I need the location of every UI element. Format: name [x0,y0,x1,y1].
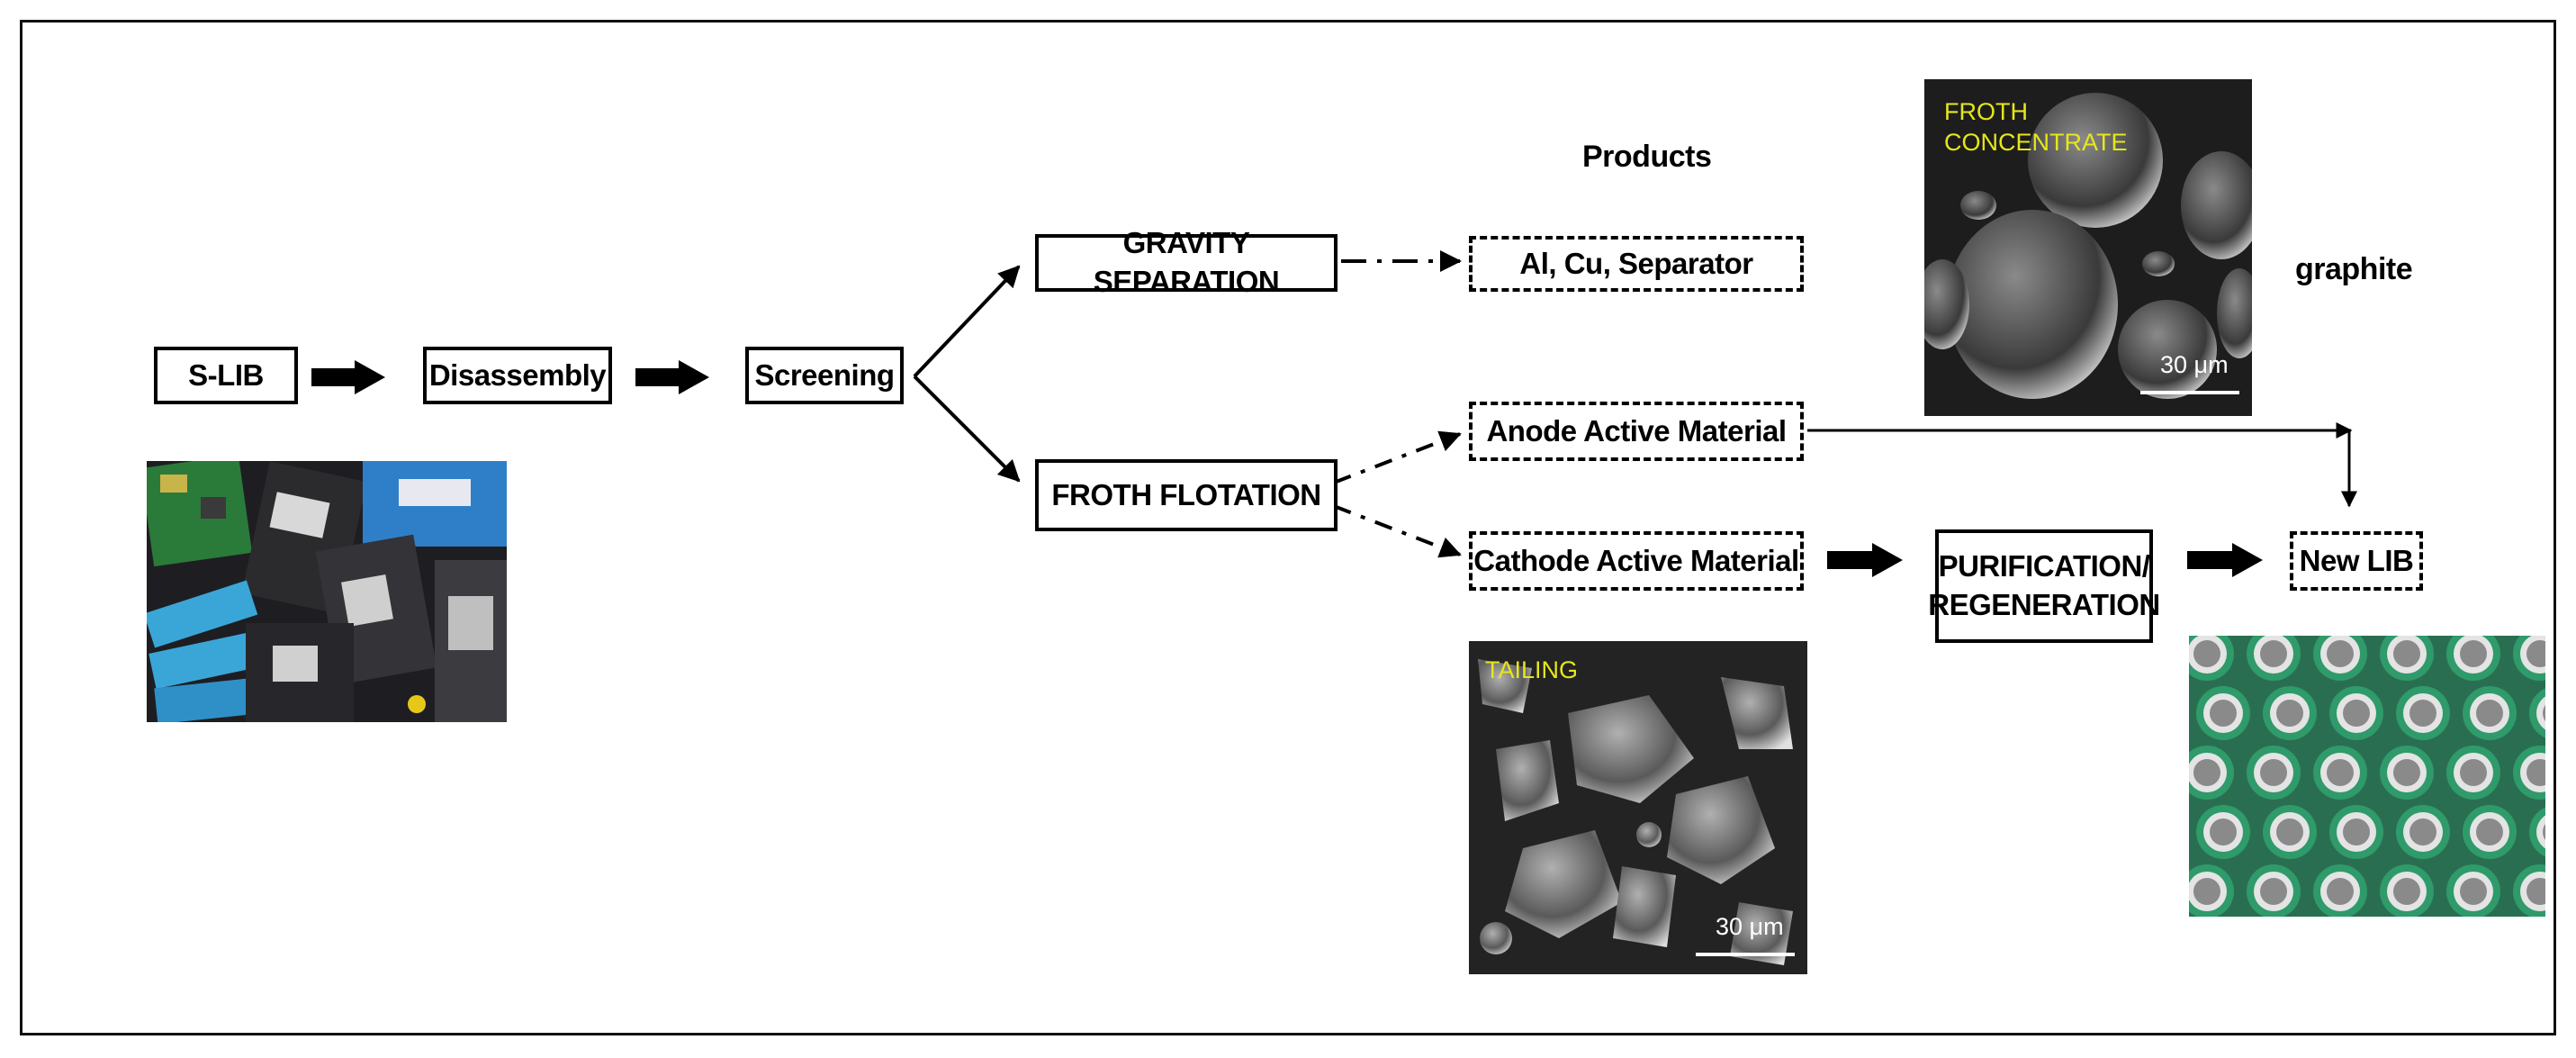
battery-cell [2247,746,2301,800]
graphite-label: graphite [2295,252,2413,286]
battery-cell [2529,688,2545,738]
node-purification-regeneration: PURIFICATION/ REGENERATION [1928,529,2160,643]
battery-cell [2263,805,2317,859]
battery-cell [2380,636,2434,681]
battery-cell [2463,686,2517,740]
product-anode-active-material: Anode Active Material [1469,402,1804,461]
arrow-screening-froth [913,375,1021,483]
battery-cell [2247,636,2301,681]
battery-cell [2189,864,2234,917]
battery-cell [2380,864,2434,917]
node-new-lib: New LIB [2290,531,2423,591]
block-arrow-purification-newlib [2187,543,2263,577]
battery-cell [2463,805,2517,859]
node-slib: S-LIB [154,347,298,404]
battery-cell [2396,805,2450,859]
product-al-cu-separator: Al, Cu, Separator [1469,236,1804,292]
spent-batteries-photo [147,461,507,722]
froth-concentrate-micrograph: FROTH CONCENTRATE 30 μm [1924,79,2252,416]
tailing-scale-bar [1696,953,1795,956]
tailing-scale-label: 30 μm [1716,913,1784,940]
node-screening: Screening [745,347,904,404]
node-gravity-separation: GRAVITY SEPARATION [1035,226,1338,298]
arrow-froth-anode [1333,430,1462,484]
products-label: Products [1582,140,1712,174]
battery-cell [2513,864,2545,917]
arrow-screening-gravity [913,265,1021,378]
node-disassembly: Disassembly [423,347,612,404]
battery-cell [2446,636,2500,681]
new-lib-cells-photo [2189,636,2545,917]
block-arrow-slib-disassembly [311,360,385,394]
product-cathode-active-material: Cathode Active Material [1469,531,1804,591]
battery-cell [2529,807,2545,857]
battery-cell [2263,686,2317,740]
purification-line1: PURIFICATION/ [1938,549,2150,583]
battery-cell [2189,636,2234,681]
block-arrow-cathode-purification [1827,543,1903,577]
battery-cell [2396,686,2450,740]
block-arrow-disassembly-screening [635,360,709,394]
figure-frame [20,20,2556,1035]
battery-cell [2380,746,2434,800]
battery-cell [2196,805,2250,859]
battery-cell [2313,746,2367,800]
battery-cell [2446,746,2500,800]
battery-cell [2329,686,2383,740]
battery-cell [2329,805,2383,859]
battery-cell [2313,636,2367,681]
battery-cell [2313,864,2367,917]
battery-cell [2513,746,2545,800]
battery-cell [2196,686,2250,740]
tailing-micrograph: TAILING 30 μm [1469,641,1807,974]
battery-cell [2513,636,2545,681]
froth-scale-label: 30 μm [2160,351,2229,378]
arrow-froth-cathode [1333,504,1462,558]
node-froth-flotation: FROTH FLOTATION [1035,459,1338,531]
froth-scale-bar [2140,391,2239,394]
froth-concentrate-caption: FROTH CONCENTRATE [1944,98,2128,156]
battery-cell [2247,864,2301,917]
tailing-caption: TAILING [1485,656,1579,683]
battery-cell [2446,864,2500,917]
battery-cell [2189,746,2234,800]
purification-line2: REGENERATION [1928,588,2160,621]
